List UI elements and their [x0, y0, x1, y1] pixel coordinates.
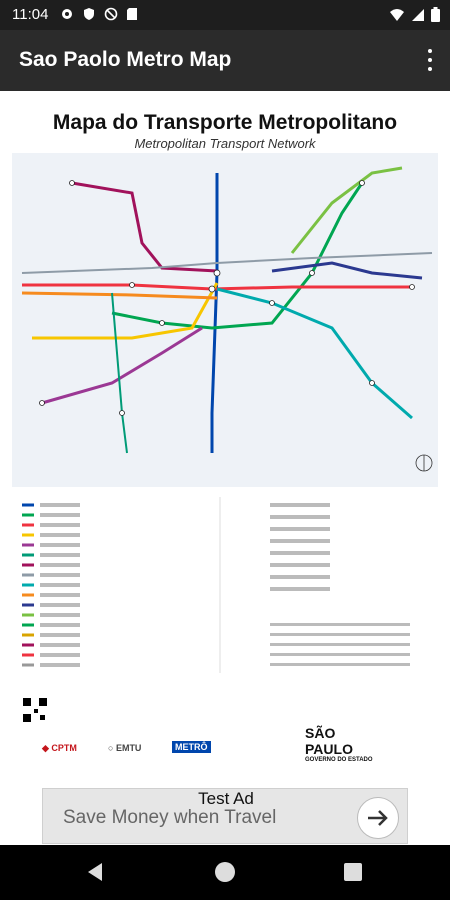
map-footer: ◆ CPTM ○ EMTU METRÔ SÃO PAULO GOVERNO DO… [20, 697, 430, 782]
status-icons-right [389, 7, 440, 22]
status-time: 11:04 [12, 6, 49, 23]
state-logo-line2: GOVERNO DO ESTADO [305, 757, 373, 763]
line-grey [21, 252, 433, 274]
metro-map-graphic [12, 153, 438, 487]
line-teal [216, 287, 413, 420]
nav-bar [0, 845, 450, 900]
recents-icon[interactable] [344, 863, 362, 881]
ad-text: Save Money when Travel [63, 807, 277, 828]
line-green-2 [111, 292, 128, 454]
emtu-logo: ○ EMTU [108, 743, 142, 753]
map-image[interactable]: Mapa do Transporte Metropolitano Metropo… [0, 91, 450, 788]
status-icons-left [60, 7, 138, 21]
qr-code-icon [22, 697, 48, 723]
ad-banner[interactable]: Test Ad Save Money when Travel [42, 788, 408, 844]
app-title: Sao Paolo Metro Map [19, 48, 232, 71]
gear-icon [62, 9, 72, 19]
wifi-icon [390, 8, 404, 21]
arrow-right-icon[interactable] [357, 797, 399, 839]
shield-icon [84, 8, 94, 20]
state-logo-line1: SÃO PAULO [305, 725, 353, 757]
line-yellow [32, 282, 219, 340]
line-lightgreen [290, 166, 403, 254]
ad-label: Test Ad [198, 789, 254, 808]
map-legend [22, 497, 410, 673]
back-icon[interactable] [86, 861, 104, 883]
map-subtitle: Metropolitan Transport Network [134, 136, 316, 151]
line-blue [210, 173, 219, 453]
map-title: Mapa do Transporte Metropolitano [52, 111, 398, 134]
state-logo: SÃO PAULO GOVERNO DO ESTADO [305, 725, 385, 763]
no-tracking-icon [104, 7, 118, 21]
home-icon[interactable] [215, 862, 235, 882]
sd-card-icon [127, 8, 137, 20]
cptm-logo: ◆ CPTM [42, 743, 77, 753]
metro-logo: METRÔ [172, 741, 211, 753]
line-purple [41, 326, 203, 405]
line-orange [21, 291, 218, 300]
signal-icon [412, 8, 424, 21]
line-navy [271, 261, 423, 280]
app-bar: Sao Paolo Metro Map [0, 30, 450, 91]
more-vert-icon[interactable] [420, 46, 440, 74]
battery-icon [431, 7, 440, 22]
status-bar: 11:04 [0, 0, 450, 30]
line-darkred [71, 181, 218, 273]
